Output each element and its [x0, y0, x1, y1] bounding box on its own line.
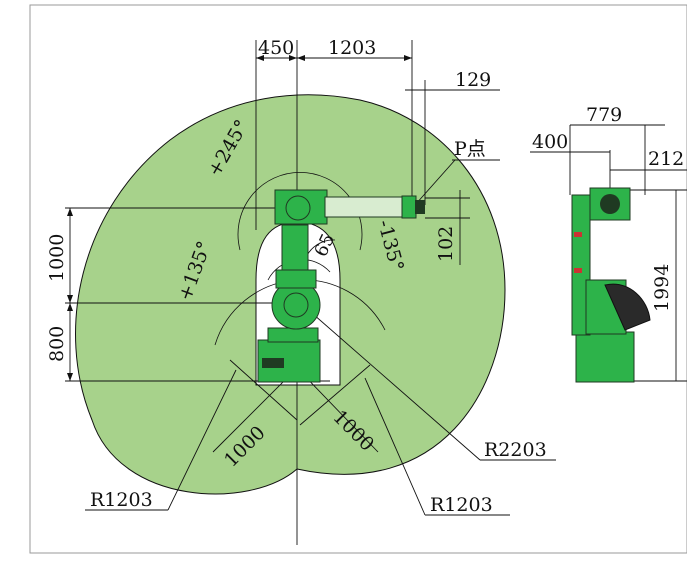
- upper-arm: [324, 196, 404, 218]
- dim-1994: 1994: [651, 264, 673, 312]
- dim-450: 450: [258, 37, 294, 59]
- dim-400: 400: [532, 131, 568, 153]
- side-head: [589, 187, 631, 221]
- arrowhead: [67, 303, 73, 311]
- r1203-left-leader: [167, 369, 237, 511]
- r2203-leader: [296, 299, 481, 461]
- robot-base-top: [267, 327, 319, 343]
- r1203-left-label: R1203: [90, 489, 153, 511]
- robot-side-view: [569, 124, 687, 383]
- dim-129: 129: [455, 69, 491, 91]
- side-mark: [574, 232, 582, 237]
- r2203-label: R2203: [484, 439, 547, 461]
- dim-1203-top: 1203: [328, 37, 376, 59]
- dim-800-vertical: 800: [46, 326, 68, 362]
- arrowhead: [67, 295, 73, 303]
- arrowhead: [404, 55, 412, 61]
- arrowhead: [256, 55, 264, 61]
- dim-779: 779: [586, 104, 622, 126]
- base-connector: [262, 358, 284, 368]
- dim-102: 102: [435, 226, 457, 262]
- dim-212: 212: [648, 148, 684, 170]
- side-motor-cover: [604, 283, 651, 331]
- arrowhead: [67, 373, 73, 381]
- side-head-joint: [600, 194, 620, 214]
- arrowhead: [67, 208, 73, 216]
- label-underlines: [452, 151, 570, 161]
- shoulder-joint-inner: [283, 292, 309, 318]
- page-border: [29, 4, 687, 554]
- p-leader: [414, 159, 456, 206]
- elbow-joint: [285, 195, 311, 221]
- robot-front-view: [257, 189, 425, 383]
- arrowhead: [297, 55, 305, 61]
- wrist: [401, 195, 417, 219]
- r1203-right-label: R1203: [430, 494, 493, 516]
- side-base: [575, 331, 635, 383]
- flange: [415, 200, 425, 214]
- diag-1000-left-ext: [229, 359, 298, 421]
- dim-1000-vertical: 1000: [46, 234, 68, 282]
- arrowheads: [67, 55, 412, 381]
- side-mark: [574, 268, 582, 273]
- arrowhead: [289, 55, 297, 61]
- p-point-label: P点: [454, 138, 486, 160]
- r1203-right-leader: [364, 377, 426, 516]
- diag-1000-right-ext: [299, 364, 371, 426]
- turret: [275, 269, 317, 289]
